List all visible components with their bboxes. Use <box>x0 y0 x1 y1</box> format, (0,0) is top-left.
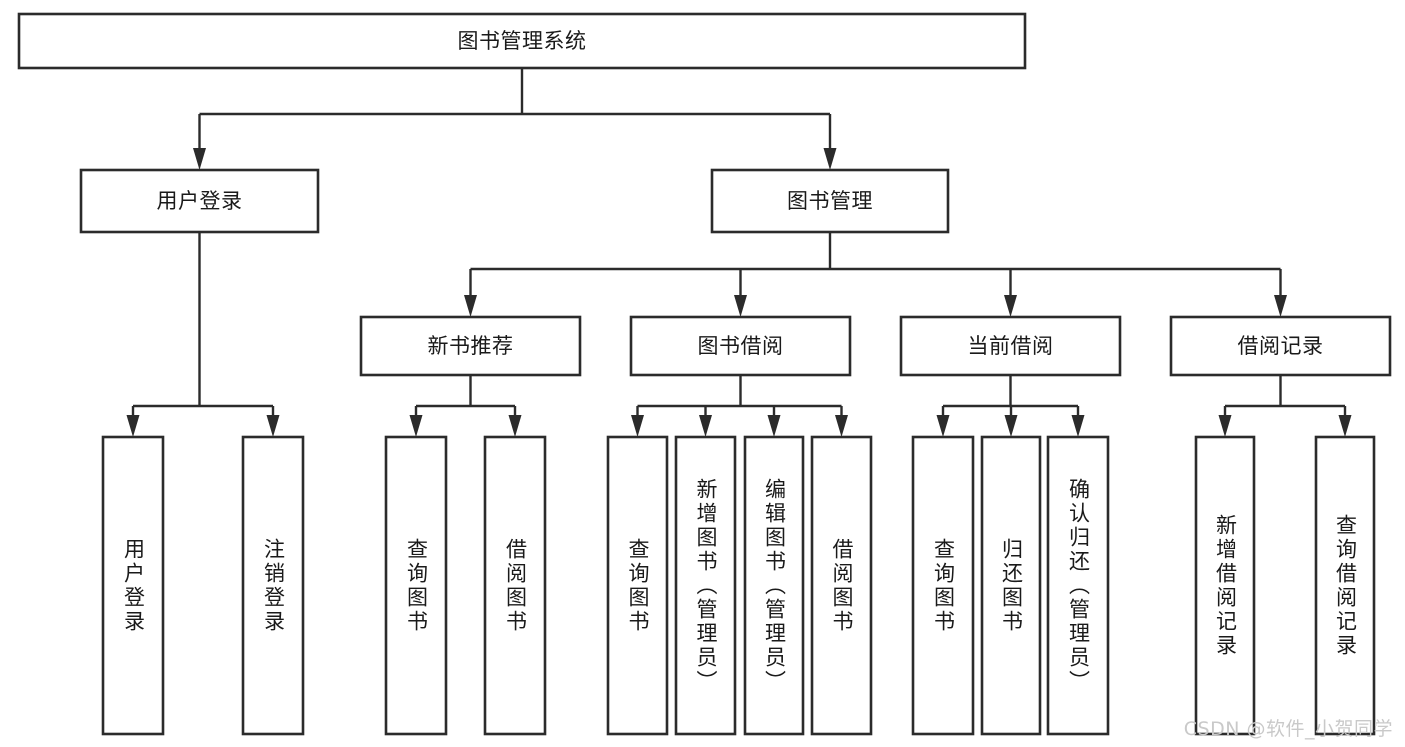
level2-node-3-rect <box>1169 315 1392 377</box>
arrow-head-icon <box>1004 415 1018 437</box>
leaf-node-1-0-text-wrap: 查询图书 <box>626 537 650 634</box>
level2-node-2-label: 当前借阅 <box>968 334 1054 358</box>
leaf-node-1-1-text-wrap: 新增图书（管理员） <box>694 477 718 694</box>
leaf-node-3-1-text-wrap: 查询借阅记录 <box>1333 513 1358 658</box>
arrow-head-icon <box>266 415 280 437</box>
level2-node-1-rect <box>629 315 852 377</box>
leaf-node-3-1-rect <box>1314 435 1376 736</box>
arrow-head-icon <box>631 415 644 437</box>
arrow-head-icon <box>1218 415 1232 437</box>
leaf-node-3-0[interactable]: 新增借阅记录 <box>1194 435 1256 736</box>
connector-edges <box>126 68 1352 437</box>
leaf-node-2-0-text-wrap: 查询图书 <box>931 537 956 634</box>
level1-node-0[interactable]: 用户登录 <box>79 168 320 234</box>
leaf-node-user-1-text-wrap: 注销登录 <box>261 537 286 634</box>
leaf-node-0-1-text-wrap: 借阅图书 <box>503 537 528 634</box>
leaf-node-1-1-label: 新增图书（管理员） <box>694 477 718 694</box>
level2-node-0-rect <box>359 315 582 377</box>
level2-node-3[interactable]: 借阅记录 <box>1169 315 1392 377</box>
leaf-node-0-0-rect <box>384 435 448 736</box>
arrow-head-icon <box>508 415 522 437</box>
level2-node-1-label: 图书借阅 <box>698 334 784 358</box>
leaf-node-1-0-rect <box>606 435 669 736</box>
arrow-head-icon <box>409 415 423 437</box>
level2-node-2[interactable]: 当前借阅 <box>899 315 1122 377</box>
arrow-head-icon <box>193 148 206 170</box>
leaf-node-1-3-text-wrap: 借阅图书 <box>830 537 854 634</box>
arrow-head-icon <box>1004 295 1017 317</box>
leaf-node-2-1[interactable]: 归还图书 <box>980 435 1042 736</box>
level1-node-1-rect <box>710 168 950 234</box>
arrow-head-icon <box>1274 295 1287 317</box>
leaf-node-2-0-label: 查询图书 <box>931 537 956 634</box>
leaf-node-2-2[interactable]: 确认归还（管理员） <box>1046 435 1110 736</box>
root-node-book-management-system[interactable]: 图书管理系统 <box>17 12 1027 70</box>
leaf-node-user-0[interactable]: 用户登录 <box>101 435 165 736</box>
arrow-head-icon <box>823 148 837 170</box>
arrow-head-icon <box>699 415 712 437</box>
leaf-node-2-2-rect <box>1046 435 1110 736</box>
leaf-node-1-1[interactable]: 新增图书（管理员） <box>674 435 737 736</box>
arrow-head-icon <box>936 415 950 437</box>
level2-node-0[interactable]: 新书推荐 <box>359 315 582 377</box>
level1-node-0-rect <box>79 168 320 234</box>
arrow-head-icon <box>767 415 781 437</box>
leaf-node-1-1-rect <box>674 435 737 736</box>
level1-node-0-label: 用户登录 <box>157 189 243 213</box>
root-node-book-management-system-label: 图书管理系统 <box>458 29 587 53</box>
level1-node-1[interactable]: 图书管理 <box>710 168 950 234</box>
leaf-node-0-0-label: 查询图书 <box>404 537 429 634</box>
leaf-node-1-3-rect <box>810 435 873 736</box>
leaf-node-1-2[interactable]: 编辑图书（管理员） <box>743 435 805 736</box>
node-boxes: 图书管理系统用户登录图书管理用户登录注销登录新书推荐查询图书借阅图书图书借阅查询… <box>17 12 1392 736</box>
leaf-node-0-1-rect <box>483 435 547 736</box>
leaf-node-1-2-label: 编辑图书（管理员） <box>762 477 787 694</box>
leaf-node-3-0-text-wrap: 新增借阅记录 <box>1213 513 1238 658</box>
leaf-node-0-1-label: 借阅图书 <box>503 537 528 634</box>
leaf-node-user-1-label: 注销登录 <box>261 537 286 634</box>
leaf-node-user-1[interactable]: 注销登录 <box>241 435 305 736</box>
leaf-node-2-1-rect <box>980 435 1042 736</box>
level2-node-3-label: 借阅记录 <box>1238 334 1324 358</box>
leaf-node-3-1[interactable]: 查询借阅记录 <box>1314 435 1376 736</box>
leaf-node-1-3-label: 借阅图书 <box>830 537 854 634</box>
leaf-node-1-2-text-wrap: 编辑图书（管理员） <box>762 477 787 694</box>
leaf-node-3-0-rect <box>1194 435 1256 736</box>
leaf-node-user-1-rect <box>241 435 305 736</box>
leaf-node-1-2-rect <box>743 435 805 736</box>
leaf-node-user-0-text-wrap: 用户登录 <box>121 537 146 634</box>
arrow-head-icon <box>734 295 747 317</box>
level2-node-0-label: 新书推荐 <box>428 334 514 358</box>
leaf-node-2-2-label: 确认归还（管理员） <box>1066 477 1091 694</box>
leaf-node-0-0[interactable]: 查询图书 <box>384 435 448 736</box>
leaf-node-3-0-label: 新增借阅记录 <box>1213 513 1238 658</box>
arrow-head-icon <box>126 415 140 437</box>
leaf-node-2-0-rect <box>911 435 975 736</box>
leaf-node-1-3[interactable]: 借阅图书 <box>810 435 873 736</box>
arrow-head-icon <box>1338 415 1352 437</box>
arrow-head-icon <box>1071 415 1085 437</box>
leaf-node-0-0-text-wrap: 查询图书 <box>404 537 429 634</box>
arrow-head-icon <box>464 295 477 317</box>
root-node-book-management-system-rect <box>17 12 1027 70</box>
level1-node-1-label: 图书管理 <box>787 189 873 213</box>
leaf-node-user-0-rect <box>101 435 165 736</box>
level2-node-2-rect <box>899 315 1122 377</box>
arrow-head-icon <box>835 415 848 437</box>
leaf-node-2-1-label: 归还图书 <box>999 537 1024 634</box>
leaf-node-1-0-label: 查询图书 <box>626 537 650 634</box>
level2-node-1[interactable]: 图书借阅 <box>629 315 852 377</box>
leaf-node-user-0-label: 用户登录 <box>121 537 146 634</box>
leaf-node-2-1-text-wrap: 归还图书 <box>999 537 1024 634</box>
csdn-watermark: CSDN @软件_小贺同学 <box>1183 718 1393 740</box>
leaf-node-3-1-label: 查询借阅记录 <box>1333 513 1358 658</box>
leaf-node-2-2-text-wrap: 确认归还（管理员） <box>1066 477 1091 694</box>
leaf-node-1-0[interactable]: 查询图书 <box>606 435 669 736</box>
leaf-node-0-1[interactable]: 借阅图书 <box>483 435 547 736</box>
leaf-node-2-0[interactable]: 查询图书 <box>911 435 975 736</box>
